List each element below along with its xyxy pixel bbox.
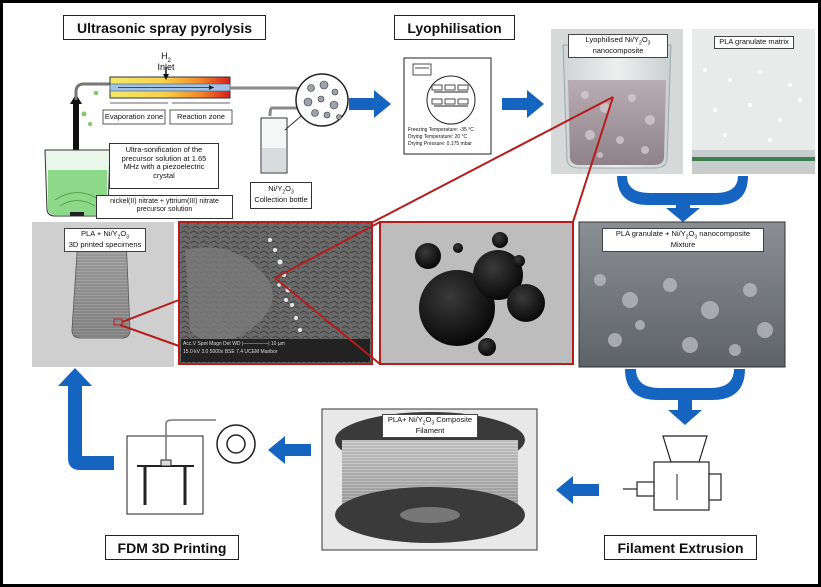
h2-label: H2 (161, 51, 171, 64)
caption-lyophilised: Lyophilised Ni/Y2O3 nanocomposite (568, 34, 668, 58)
ultrasonification-note: Ultra-sonification of the precursor solu… (109, 143, 219, 189)
caption-composite-filament: PLA+ Ni/Y2O3 Composite Filament (382, 414, 478, 438)
caption-mixture: PLA granulate + Ni/Y2O3 nanocomposite Mi… (602, 228, 764, 252)
reaction-zone-label: Reaction zone (177, 112, 225, 121)
precursor-note: nickel(II) nitrate + yttrium(III) nitrat… (96, 195, 233, 219)
photo-tem-micrograph (379, 221, 574, 365)
arrow-printer-to-specimens (58, 368, 114, 470)
arrow-merge-to-mixture (617, 176, 748, 222)
inlet-label: Inlet (157, 62, 175, 72)
arrow-usp-to-lyo (349, 90, 391, 118)
flow-arrows (58, 90, 748, 504)
usp-apparatus (44, 67, 349, 217)
arrow-filament-to-printer (268, 436, 311, 464)
sem-databar-line1: Acc.V Spot Magn Det WD |—————| 10 µm (183, 341, 285, 347)
title-ultrasonic-spray-pyrolysis: Ultrasonic spray pyrolysis (63, 15, 266, 40)
freezing-temperature: Freezing Temperature: -35 °C (408, 127, 474, 133)
drying-temperature: Drying Temperature: 20 °C (408, 134, 468, 140)
arrow-extruder-to-filament (556, 476, 599, 504)
title-fdm-3d-printing: FDM 3D Printing (105, 535, 239, 560)
collection-bottle-note: Ni/Y2O3 Collection bottle (250, 182, 312, 209)
photo-composite-filament (321, 408, 538, 551)
extruder-drawing (623, 435, 722, 511)
photo-pla-granulate-matrix (692, 29, 815, 174)
arrow-mixture-to-extruder (625, 369, 745, 425)
photo-sem-micrograph (178, 221, 373, 365)
arrow-lyo-to-jar (502, 90, 544, 118)
caption-pla-matrix: PLA granulate matrix (714, 36, 794, 49)
evaporation-zone-label: Evaporation zone (104, 112, 164, 121)
caption-printed-specimens: PLA + Ni/Y2O3 3D printed specimens (64, 228, 146, 252)
title-lyophilisation: Lyophilisation (394, 15, 515, 40)
title-filament-extrusion: Filament Extrusion (604, 535, 757, 560)
zoom-indicators (119, 96, 614, 365)
drying-pressure: Drying Pressure: 0.175 mbar (408, 141, 472, 147)
lyophilisation-device (403, 57, 492, 155)
fdm-printer-drawing (126, 419, 256, 515)
sem-databar-line2: 15.0 kV 3.0 5000x BSE 7.4 UCEM Maribor (183, 349, 278, 355)
